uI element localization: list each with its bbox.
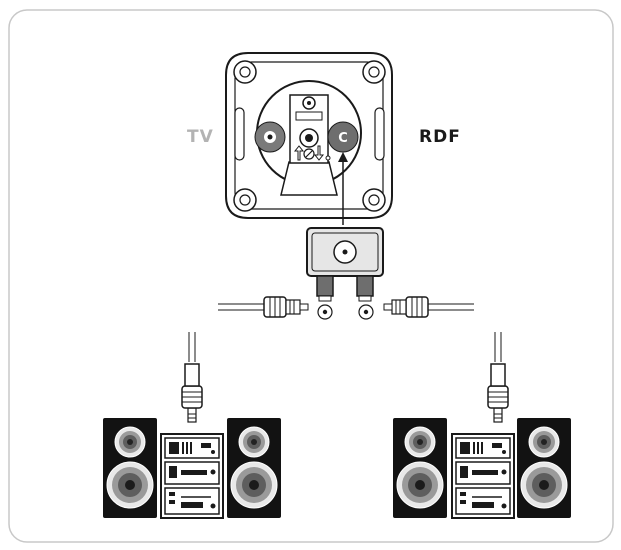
arrow-to-rdf-socket [338, 152, 348, 225]
left-hifi-system [102, 417, 282, 519]
speaker-icon [226, 417, 282, 519]
socket-c-label: C [338, 131, 348, 146]
right-vertical-coax-plug-icon [487, 332, 509, 423]
hifi-stack-icon [451, 433, 515, 519]
speaker-icon [392, 417, 448, 519]
left-vertical-coax-plug-icon [181, 332, 203, 423]
rdf-label: RDF [419, 127, 461, 147]
right-hifi-system [392, 417, 572, 519]
left-coax-cable-icon [218, 296, 309, 318]
wall-antenna-socket-icon: C [225, 52, 393, 219]
hifi-stack-icon [160, 433, 224, 519]
speaker-icon [516, 417, 572, 519]
splitter-icon [306, 227, 384, 320]
tv-label: TV [187, 127, 214, 147]
right-coax-cable-icon [383, 296, 474, 318]
speaker-icon [102, 417, 158, 519]
